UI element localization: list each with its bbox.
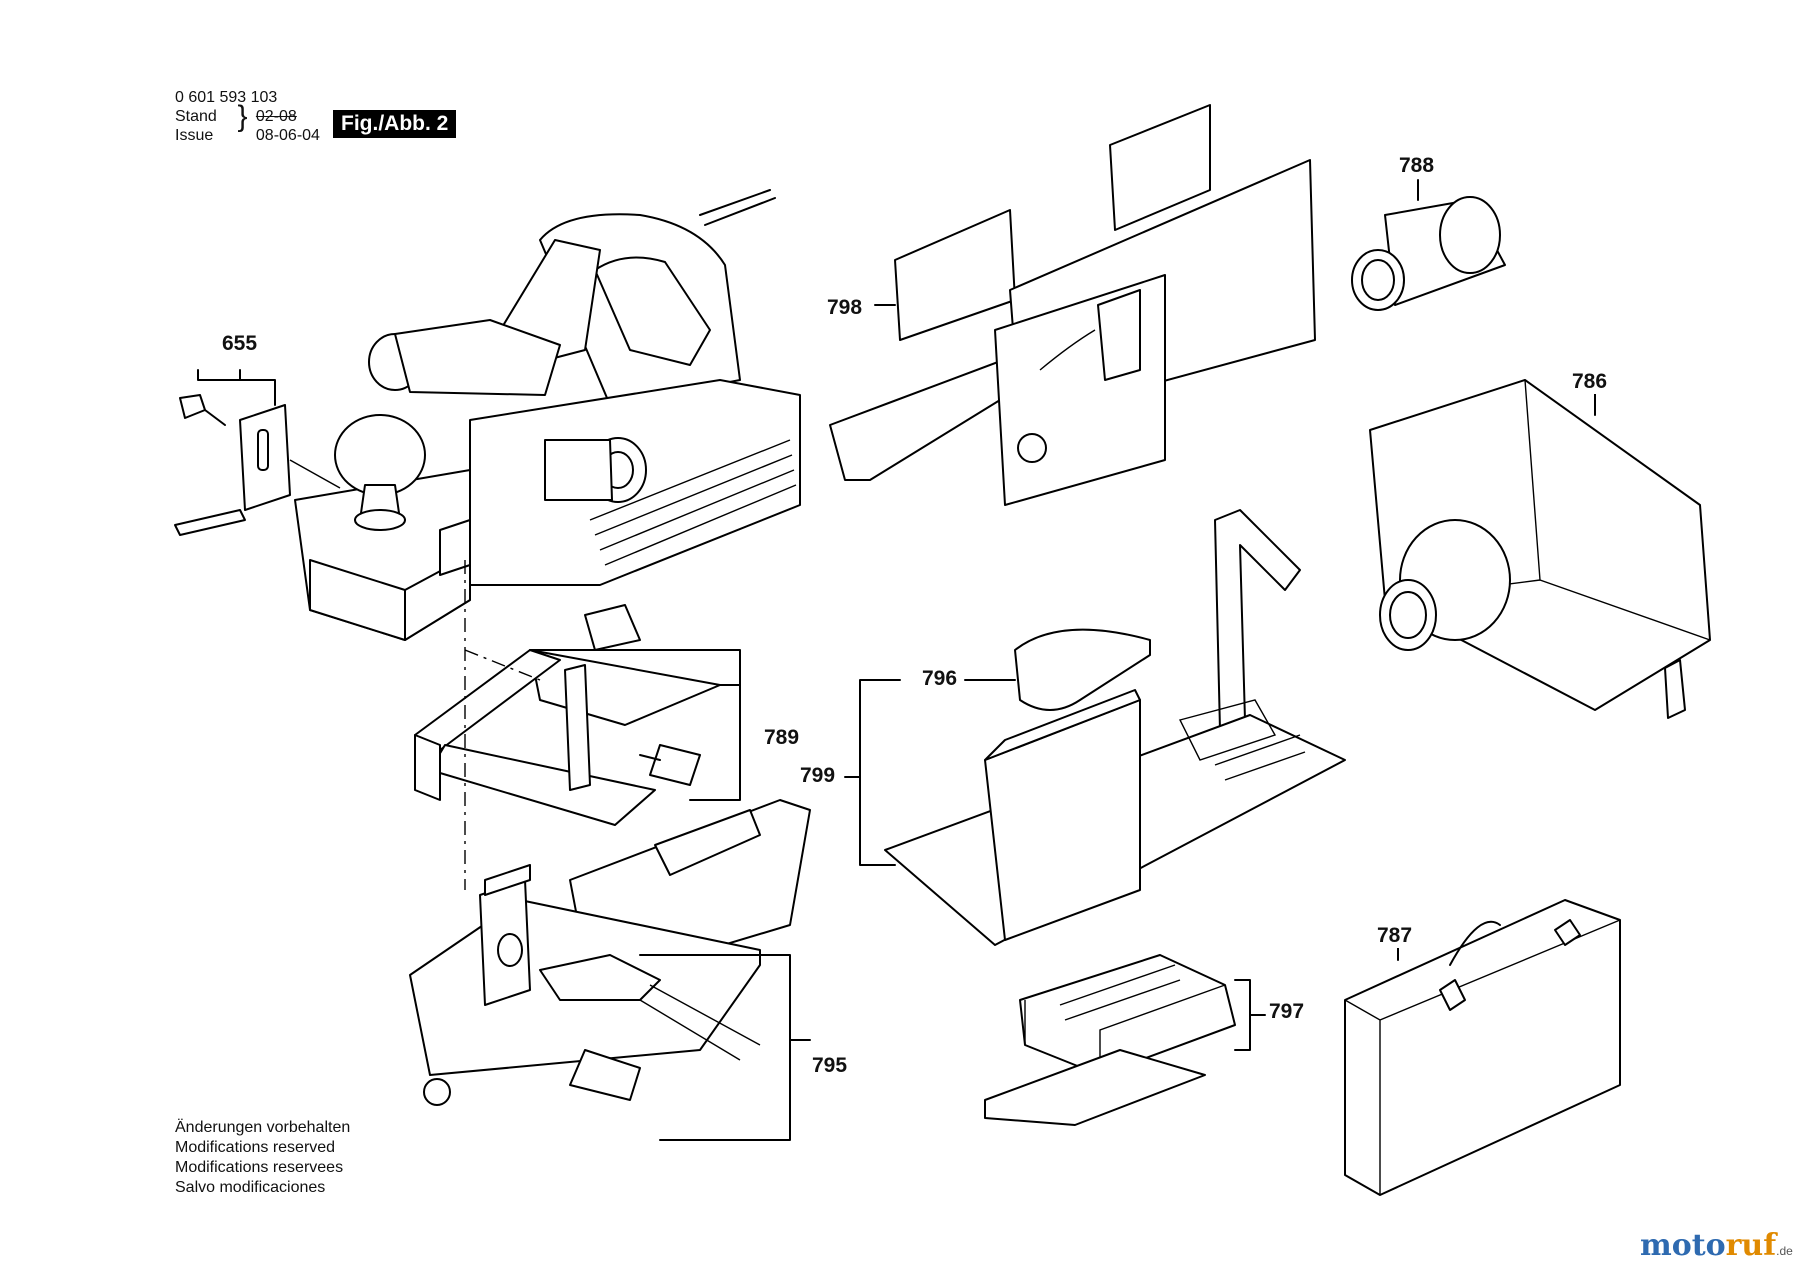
- part-655-illustration: [174, 369, 341, 536]
- part-788-illustration: [1351, 179, 1506, 311]
- watermark-logo: motoruf.de: [1640, 1228, 1793, 1263]
- part-796-799-illustration: [844, 509, 1346, 946]
- callout-799: 799: [798, 764, 838, 788]
- watermark-text-b: ruf: [1725, 1228, 1777, 1263]
- callout-796: 796: [920, 667, 960, 691]
- part-789-illustration: [414, 604, 741, 826]
- alignment-dashed-line: [464, 560, 541, 890]
- stand-label: Stand: [175, 108, 217, 125]
- part-786-illustration: [1369, 379, 1711, 719]
- figure-tag: Fig./Abb. 2: [333, 110, 457, 138]
- callout-789: 789: [762, 726, 802, 750]
- callout-655: 655: [220, 332, 260, 356]
- part-798-illustration: [829, 104, 1316, 506]
- callout-787: 787: [1375, 924, 1415, 948]
- notice-en: Modifications reserved: [175, 1139, 336, 1156]
- part-number: 0 601 593 103: [175, 89, 278, 106]
- callout-798: 798: [825, 296, 865, 320]
- watermark-text-a: moto: [1640, 1228, 1726, 1263]
- modifications-notice: Änderungen vorbehalten Modifications res…: [175, 1118, 350, 1198]
- issue-date: 08-06-04: [255, 127, 320, 144]
- callout-795: 795: [810, 1054, 850, 1078]
- callout-786: 786: [1570, 370, 1610, 394]
- issue-label: Issue: [175, 127, 214, 144]
- notice-es: Salvo modificaciones: [175, 1179, 326, 1196]
- notice-fr: Modifications reservees: [175, 1159, 344, 1176]
- callout-797: 797: [1267, 1000, 1307, 1024]
- watermark-suffix: .de: [1776, 1244, 1793, 1258]
- part-787-illustration: [1344, 899, 1621, 1196]
- notice-de: Änderungen vorbehalten: [175, 1119, 351, 1136]
- callout-788: 788: [1397, 154, 1437, 178]
- drawing-header: 0 601 593 103 Stand } 02-08 Issue 08-06-…: [175, 89, 320, 144]
- planer-body-illustration: [294, 189, 801, 641]
- part-797-illustration: [984, 954, 1266, 1126]
- part-795-illustration: [409, 799, 811, 1141]
- stand-date: 02-08: [255, 108, 297, 125]
